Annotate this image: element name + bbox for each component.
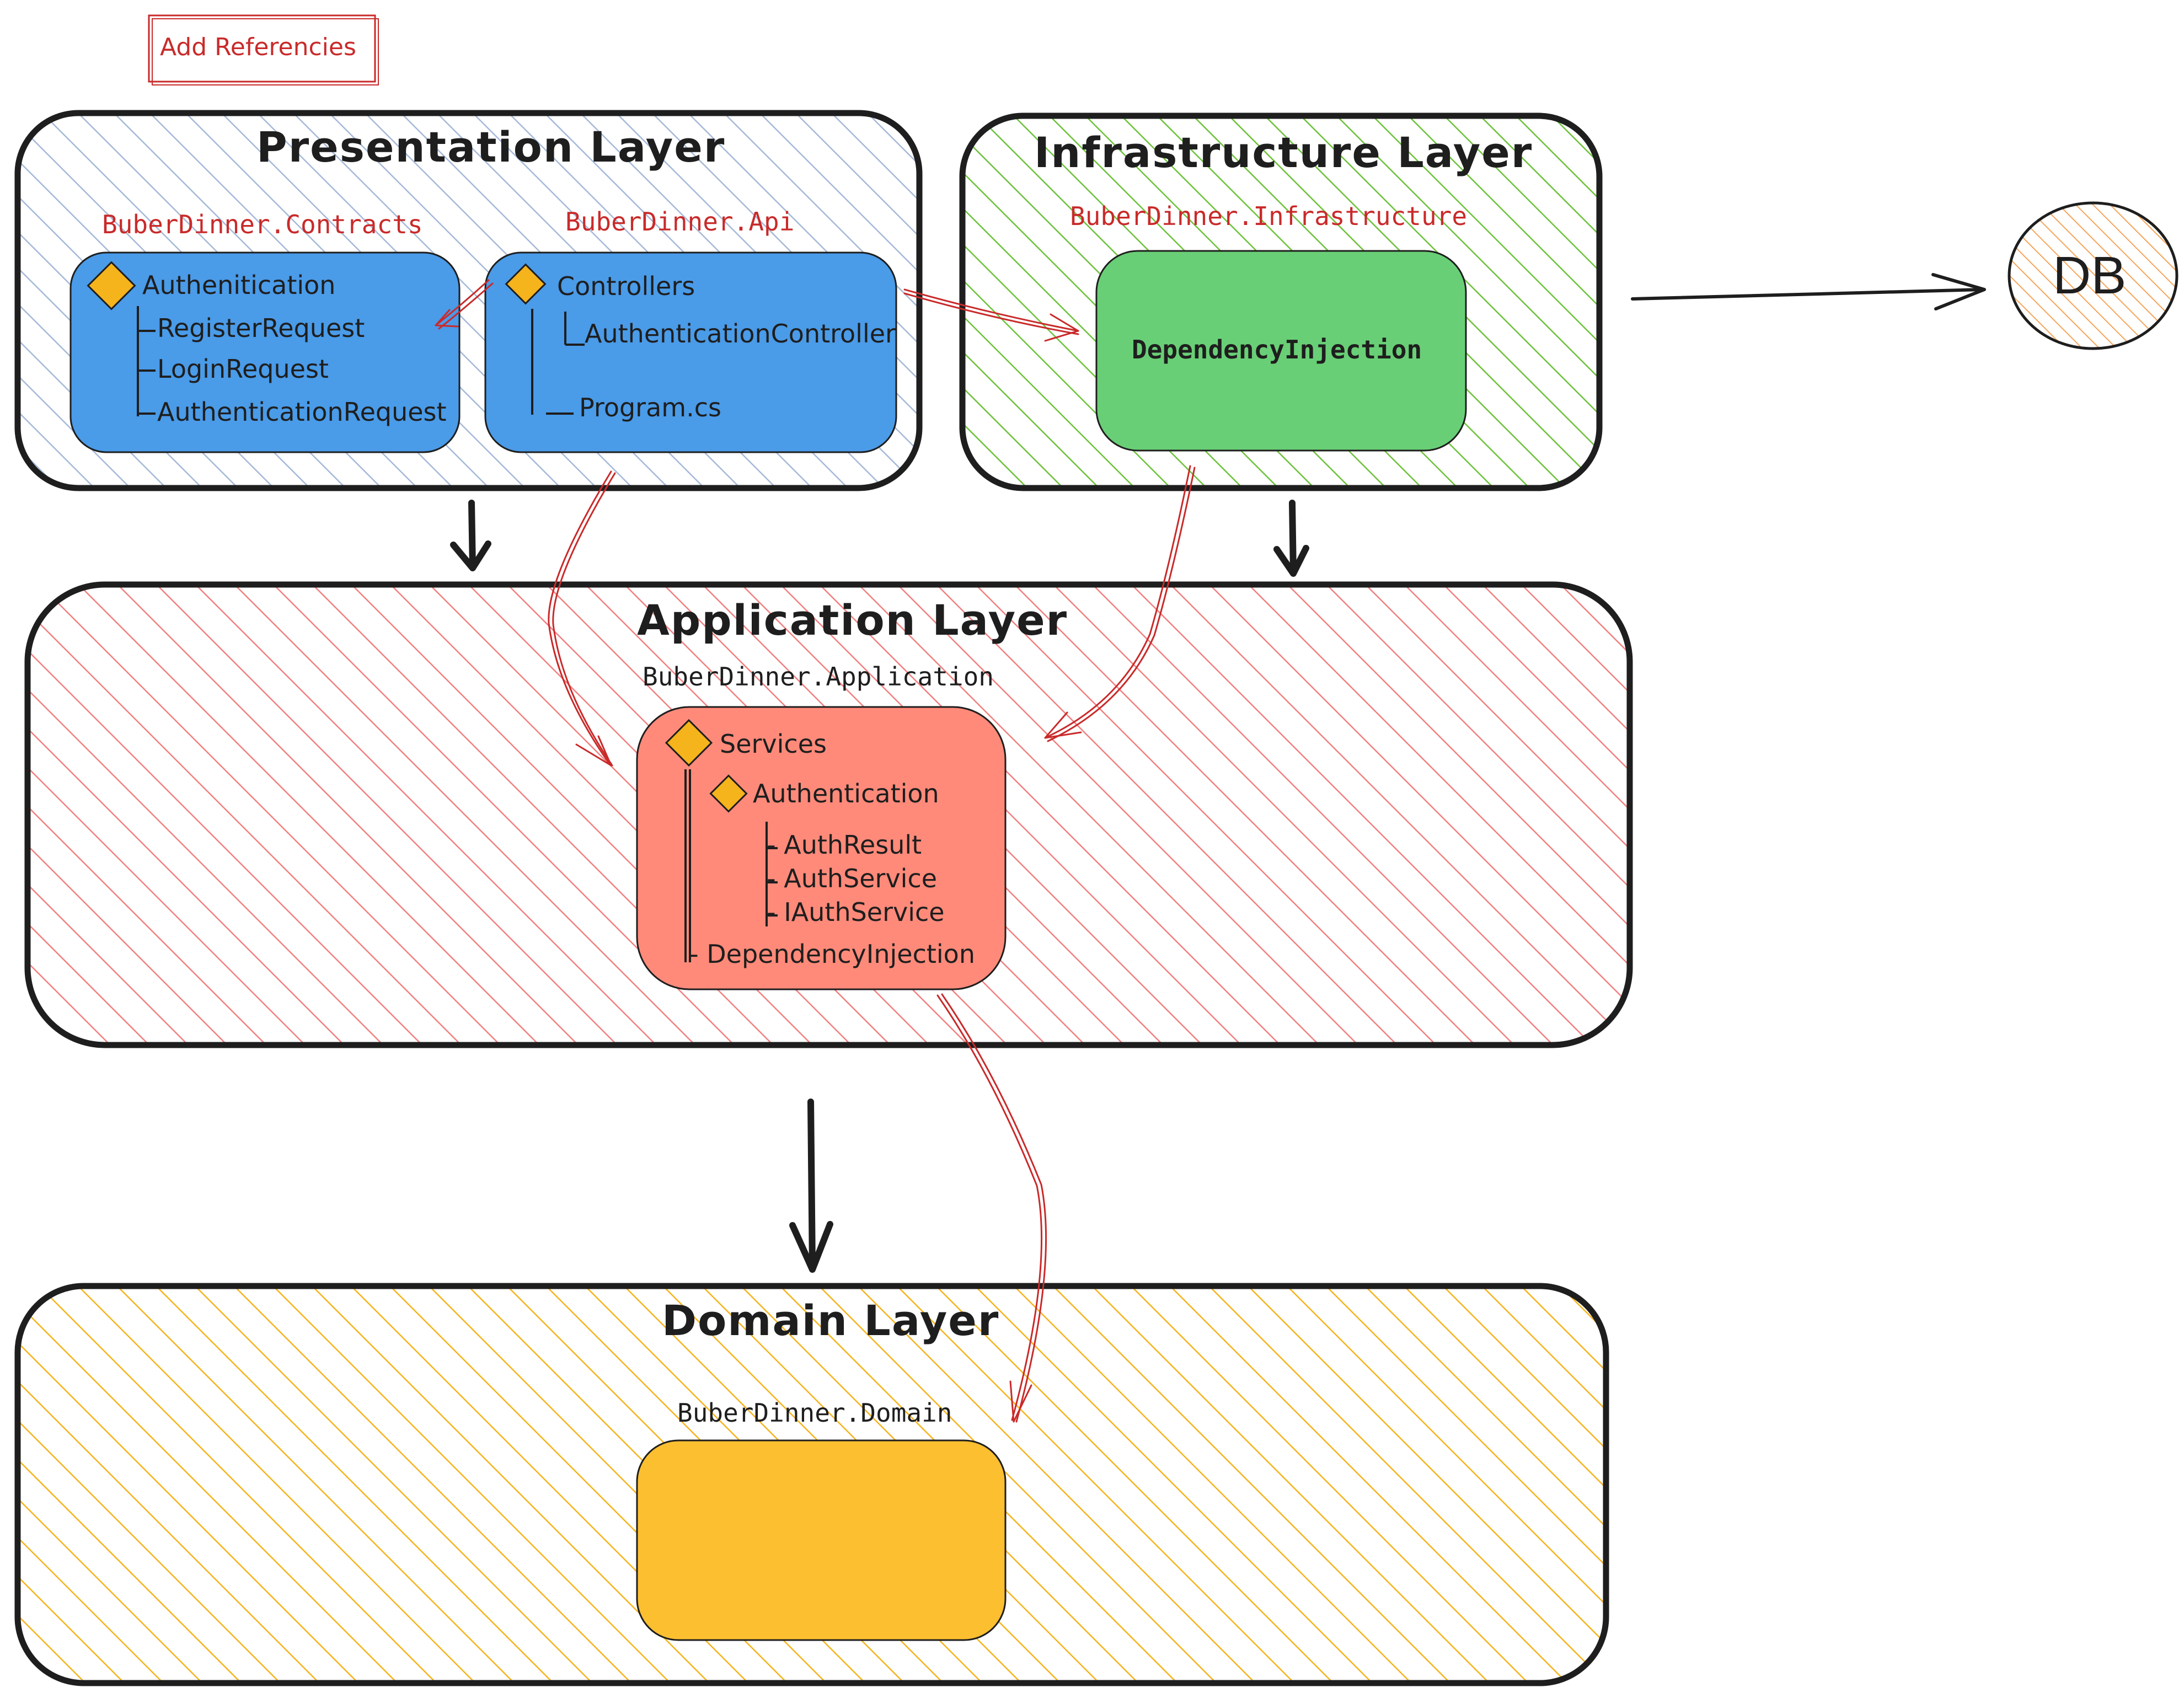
application-item-dependency-injection: - DependencyInjection [689,939,975,969]
application-tree-lines [684,769,778,962]
domain-layer-title: Domain Layer [662,1296,1000,1345]
contracts-folder-label: Authenitication [142,270,336,300]
ref-api-to-infrastructure [903,288,1079,332]
db-label: DB [2053,246,2127,305]
ref-application-to-domain [936,994,1043,1421]
authentication-folder-icon [709,774,748,813]
db-circle [2008,201,2178,350]
api-folder-label: Controllers [557,271,695,301]
api-project-box [484,251,897,453]
arrow-presentation-to-application [450,500,491,571]
api-tree-lines [531,309,585,415]
contracts-tree-lines [137,306,156,416]
api-project-name: BuberDinner.Api [565,207,795,237]
application-layer-title: Application Layer [637,596,1068,645]
api-item-program-cs: Program.cs [579,393,721,422]
arrow-infrastructure-to-application [1273,500,1309,577]
application-project-name: BuberDinner.Application [643,662,994,692]
ref-api-to-contracts [435,279,490,326]
infrastructure-project-name: BuberDinner.Infrastructure [1070,201,1468,231]
contracts-project-box [69,251,461,453]
dependency-arrows [450,273,1986,1273]
ref-infrastructure-to-application [1044,465,1191,739]
application-item-iauth-service: - IAuthService [767,897,945,927]
infrastructure-project-box [1095,250,1467,452]
add-references-box [148,14,376,83]
api-folder-icon [505,263,547,305]
application-folder-authentication: Authentication [753,779,939,808]
contracts-folder-icon [87,261,136,310]
arrow-infrastructure-to-db [1631,273,1986,310]
contracts-item-authentication-request: AuthenticationRequest [157,397,447,427]
add-references-label: Add Referencies [160,33,356,61]
application-item-auth-service: - AuthService [767,864,938,893]
reference-arrows [435,279,1196,1423]
services-folder-icon [665,719,713,767]
contracts-project-name: BuberDinner.Contracts [102,210,423,239]
contracts-item-login-request: LoginRequest [157,354,329,384]
domain-project-box [636,1439,1007,1641]
application-folder-services: Services [720,729,827,759]
domain-project-name: BuberDinner.Domain [677,1398,952,1428]
infrastructure-item-dependency-injection: DependencyInjection [1132,335,1422,365]
application-item-auth-result: - AuthResult [767,830,922,860]
presentation-layer-title: Presentation Layer [256,122,726,172]
ref-api-to-application [548,470,612,765]
infrastructure-layer-title: Infrastructure Layer [1034,128,1533,177]
contracts-item-register-request: RegisterRequest [157,313,365,343]
arrow-application-to-domain [789,1099,833,1273]
api-item-authentication-controller: AuthenticationController [585,319,896,349]
